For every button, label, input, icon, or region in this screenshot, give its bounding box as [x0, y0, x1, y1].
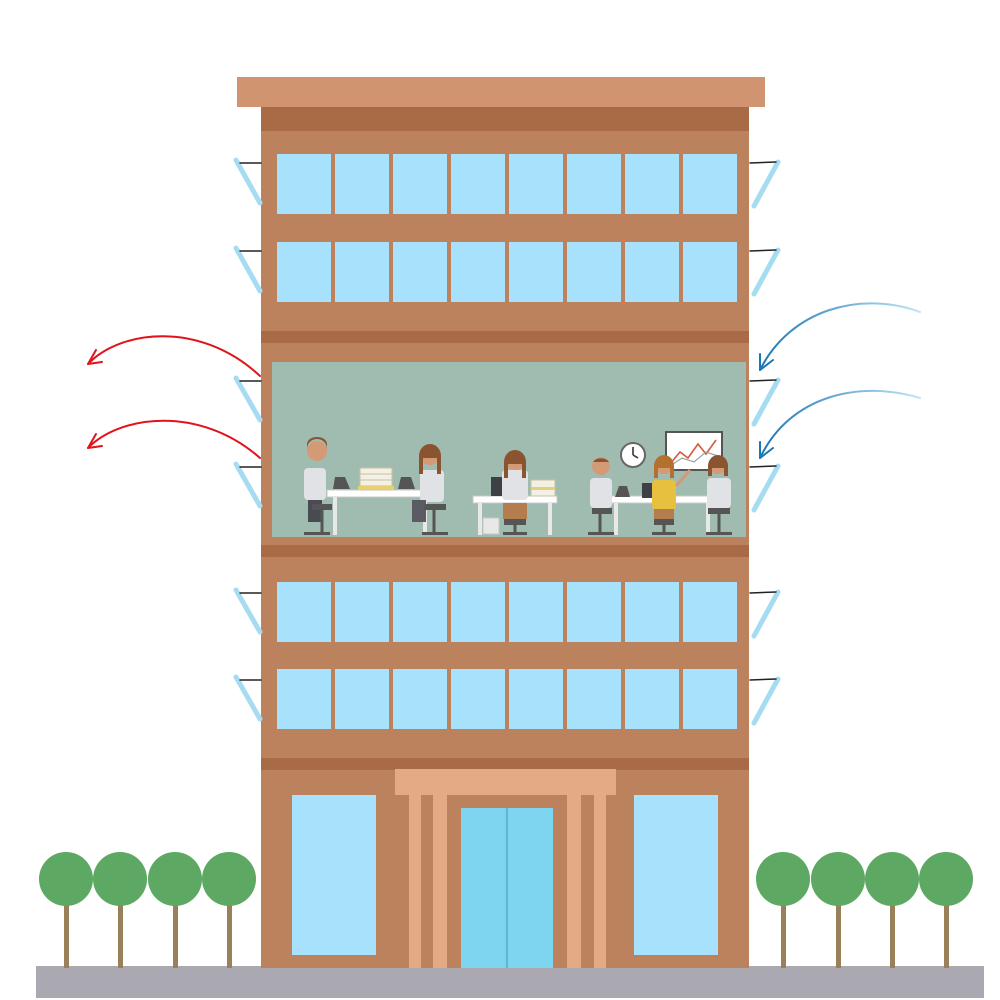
entrance — [292, 769, 718, 968]
window — [567, 582, 621, 642]
laptop-icon — [615, 486, 630, 497]
tree — [811, 852, 865, 968]
window-row-1 — [277, 154, 737, 214]
tree — [756, 852, 810, 968]
shade-louvers-right — [749, 159, 781, 726]
window — [335, 154, 389, 214]
ground-window-right — [634, 795, 718, 955]
window — [451, 242, 505, 302]
exhaust-arrow — [87, 419, 261, 459]
tree — [93, 852, 147, 968]
document-stack-icon — [358, 467, 394, 491]
tree — [39, 852, 93, 968]
window — [451, 154, 505, 214]
window — [625, 154, 679, 214]
window-row-2 — [277, 242, 737, 302]
window — [277, 582, 331, 642]
tree — [202, 852, 256, 968]
window — [393, 242, 447, 302]
laptop-icon — [398, 477, 415, 489]
window — [625, 242, 679, 302]
window — [451, 582, 505, 642]
window — [625, 582, 679, 642]
entrance-pillar — [433, 795, 447, 968]
floor-band — [261, 331, 749, 343]
window — [567, 669, 621, 729]
intake-arrows — [759, 302, 921, 459]
entrance-canopy — [395, 769, 616, 795]
intake-arrow — [759, 389, 921, 459]
roof-band — [261, 107, 749, 131]
roof-cap — [237, 77, 765, 107]
tree — [865, 852, 919, 968]
window — [277, 242, 331, 302]
window — [509, 582, 563, 642]
open-office-floor — [272, 362, 746, 537]
tree — [919, 852, 973, 968]
intake-arrow — [759, 302, 921, 371]
clock-icon — [620, 442, 646, 468]
window — [277, 669, 331, 729]
shade-louvers-left — [233, 157, 263, 722]
window-row-3 — [277, 582, 737, 642]
building — [233, 77, 781, 968]
person-6 — [706, 455, 732, 535]
window — [509, 669, 563, 729]
ground-window-left — [292, 795, 376, 955]
window — [683, 242, 737, 302]
window — [509, 154, 563, 214]
window — [625, 669, 679, 729]
ground-strip — [36, 966, 984, 998]
trees-left — [39, 852, 256, 968]
window — [567, 242, 621, 302]
person-4 — [588, 457, 614, 535]
window — [509, 242, 563, 302]
person-3 — [502, 450, 528, 535]
trees-right — [756, 852, 973, 968]
person-2 — [412, 444, 448, 535]
window — [277, 154, 331, 214]
entrance-pillar — [567, 795, 581, 968]
window — [393, 154, 447, 214]
window — [335, 669, 389, 729]
window — [683, 582, 737, 642]
person-1 — [304, 437, 332, 535]
window — [451, 669, 505, 729]
tree — [148, 852, 202, 968]
window — [393, 669, 447, 729]
floor-band — [261, 545, 749, 557]
window — [335, 242, 389, 302]
window — [335, 582, 389, 642]
person-5 — [652, 455, 692, 535]
document-stack-icon — [530, 479, 556, 497]
entrance-pillar — [594, 795, 606, 968]
exhaust-arrow — [87, 335, 261, 377]
exhaust-arrows — [87, 335, 261, 459]
floor-band — [261, 758, 749, 770]
laptop-icon — [333, 477, 350, 489]
window — [683, 669, 737, 729]
window — [567, 154, 621, 214]
window-row-4 — [277, 669, 737, 729]
entrance-pillar — [409, 795, 421, 968]
window — [683, 154, 737, 214]
window — [393, 582, 447, 642]
